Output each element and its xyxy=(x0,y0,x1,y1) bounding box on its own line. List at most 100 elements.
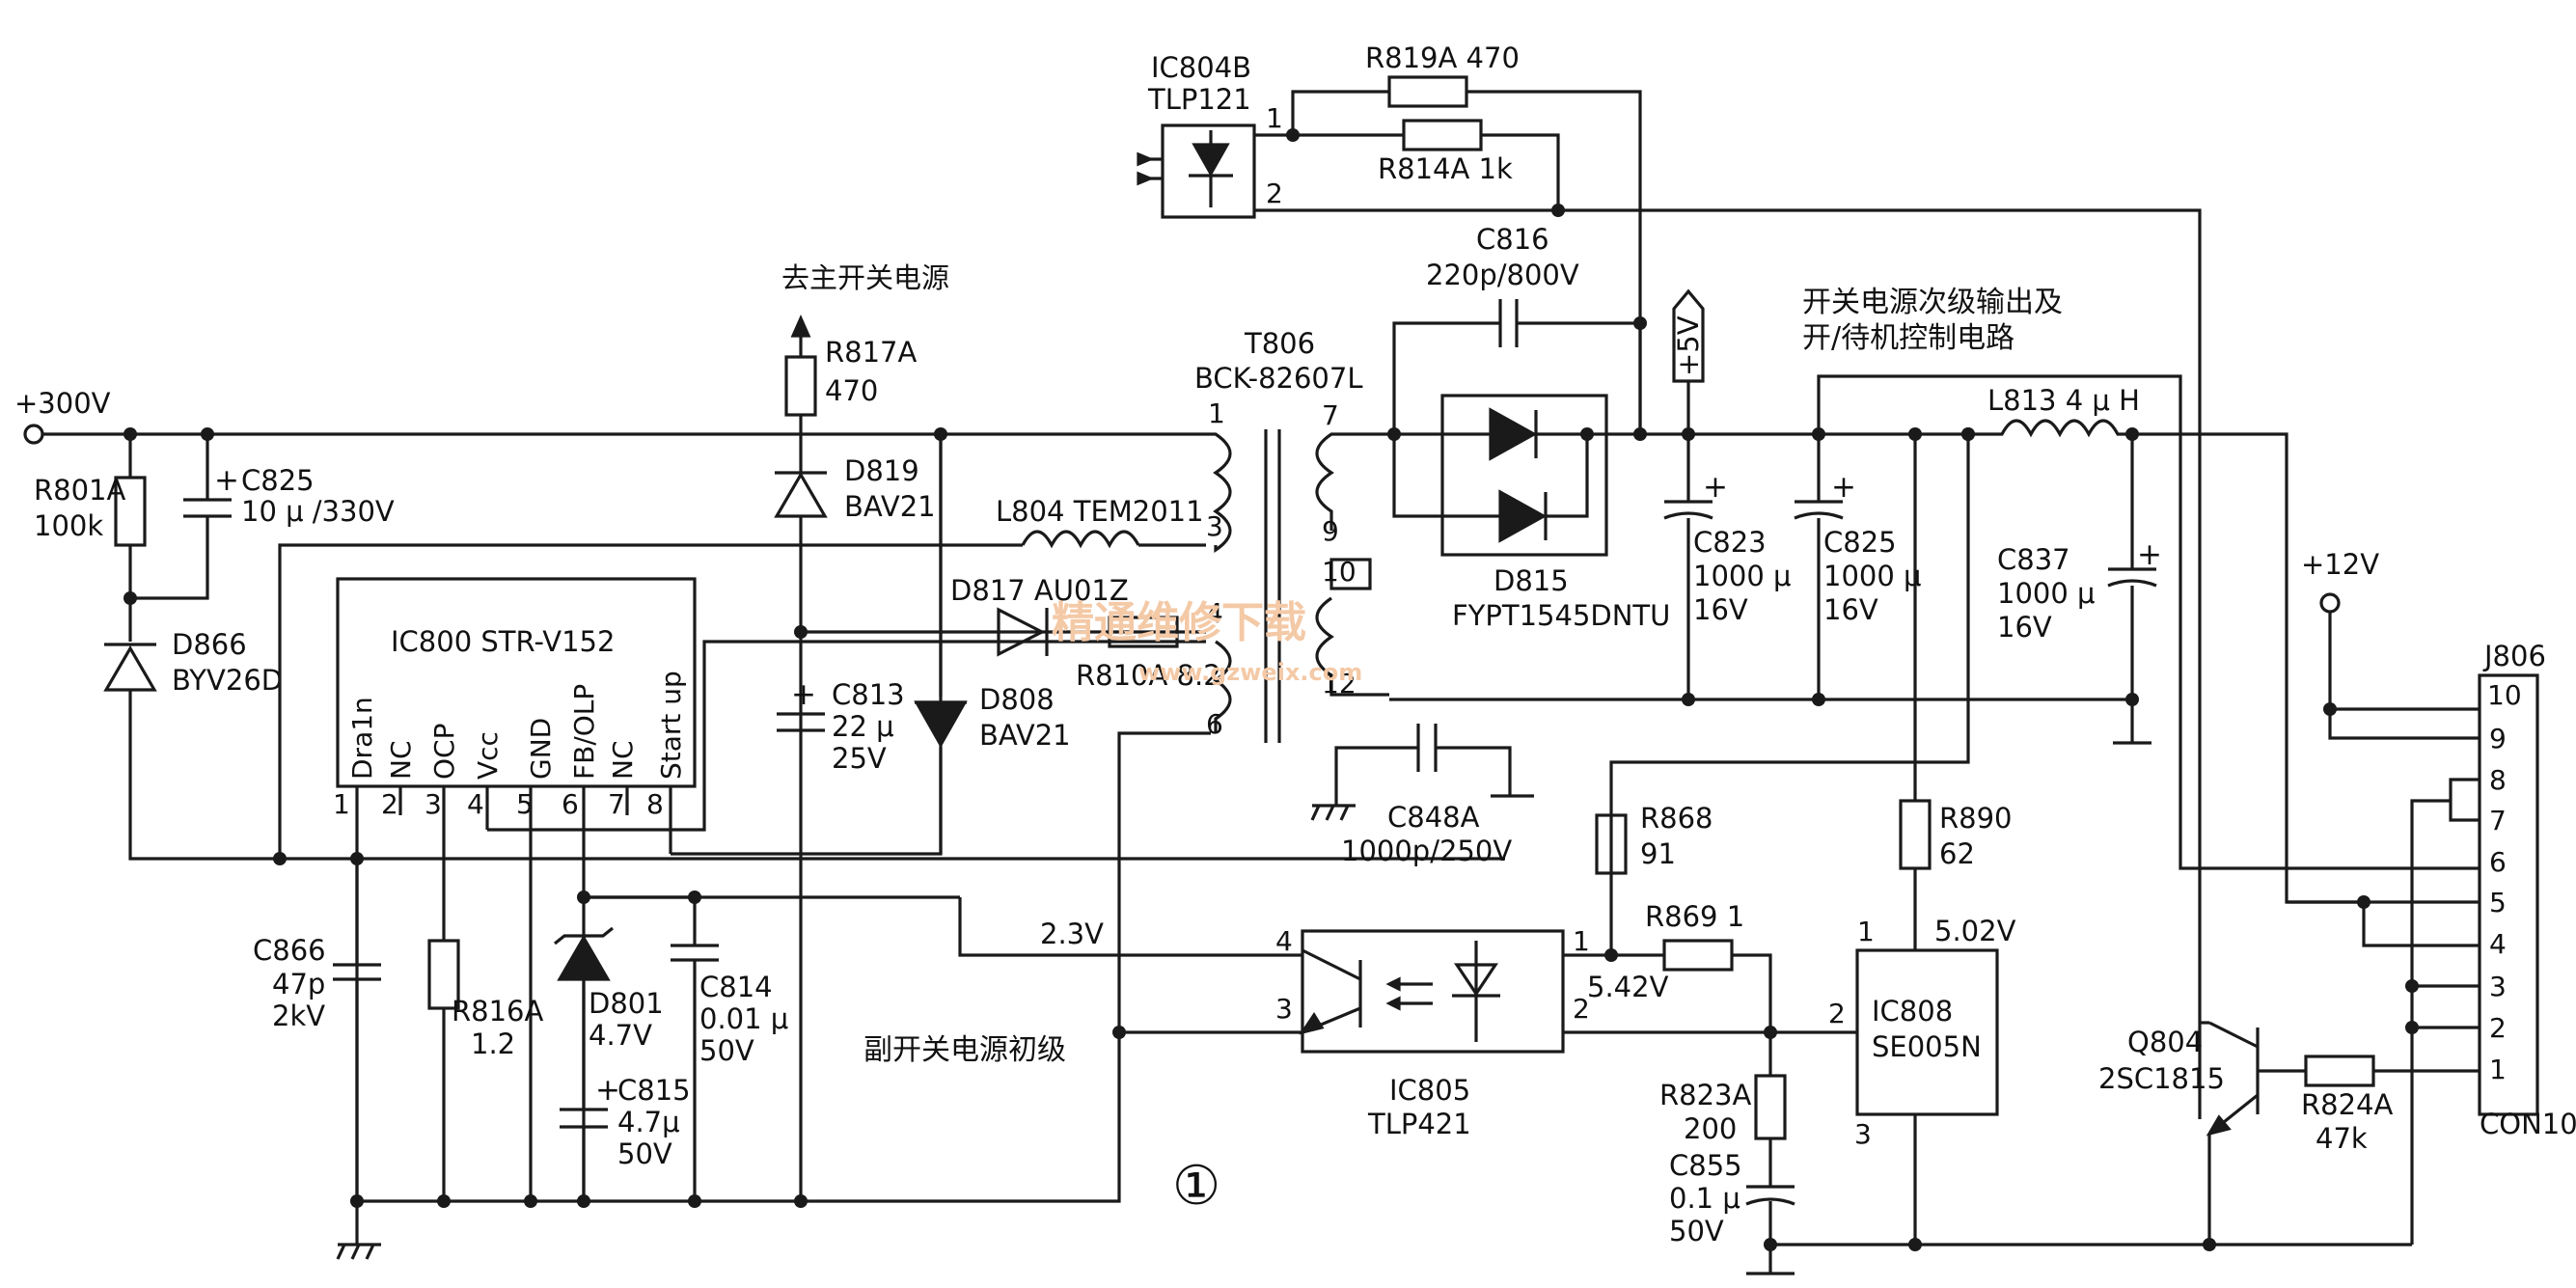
svg-text:2: 2 xyxy=(1266,178,1283,209)
c813-voltage: 25V xyxy=(832,742,887,775)
svg-text:3: 3 xyxy=(1206,510,1223,542)
svg-text:6: 6 xyxy=(2489,846,2507,878)
svg-text:5: 5 xyxy=(516,788,534,820)
c825a-label: C825 xyxy=(241,464,315,497)
svg-text:1: 1 xyxy=(1266,102,1283,134)
d801-zener xyxy=(554,926,614,981)
d866-part: BYV26D xyxy=(172,664,283,697)
r816-label: R816A xyxy=(452,995,544,1028)
svg-text:+: + xyxy=(214,463,239,498)
svg-text:+: + xyxy=(1703,470,1728,505)
svg-text:+: + xyxy=(1831,470,1856,505)
r816-value: 1.2 xyxy=(471,1028,515,1060)
d819-part: BAV21 xyxy=(844,490,936,523)
wire-r868 xyxy=(1563,434,1970,957)
ground-symbol-left xyxy=(336,1201,381,1260)
c814-voltage: 50V xyxy=(699,1034,754,1067)
d815-label: D815 xyxy=(1494,564,1569,597)
svg-text:2: 2 xyxy=(1828,998,1846,1029)
svg-text:4: 4 xyxy=(467,788,484,820)
ic804-part: TLP121 xyxy=(1147,83,1251,116)
ic805-label: IC805 xyxy=(1389,1074,1470,1107)
r869-label: R869 1 xyxy=(1645,900,1744,933)
c837-voltage: 16V xyxy=(1997,611,2052,644)
plus5-flag xyxy=(1672,288,1705,383)
c866-value: 47p xyxy=(272,968,325,1000)
r814-resistor xyxy=(1402,119,1483,151)
svg-text:1: 1 xyxy=(1573,925,1590,957)
watermark-url: www.gzweix.com xyxy=(1138,659,1362,686)
wire-primary-ground xyxy=(357,731,1211,1203)
c866-label: C866 xyxy=(253,934,326,967)
ic804-label: IC804B xyxy=(1151,51,1251,84)
t806-transformer xyxy=(1206,429,1389,743)
d815-rectifier xyxy=(1440,394,1608,557)
r824-value: 47k xyxy=(2316,1122,2368,1155)
wire-5v-to-j806 xyxy=(1817,374,2383,870)
svg-text:9: 9 xyxy=(2489,723,2507,754)
d801-value: 4.7V xyxy=(589,1019,652,1052)
wire-l804 xyxy=(278,543,1023,859)
svg-text:1: 1 xyxy=(333,788,350,820)
r814-label: R814A 1k xyxy=(1378,152,1513,185)
svg-text:5: 5 xyxy=(2489,887,2507,918)
ground-symbol-c837 xyxy=(2113,699,2151,745)
svg-text:+: + xyxy=(791,677,816,712)
wire-vcc xyxy=(487,640,1206,832)
svg-text:10: 10 xyxy=(1322,556,1357,588)
r817-label: R817A xyxy=(825,336,918,369)
wire-j806-23 xyxy=(2412,984,2480,1029)
c825b-label: C825 xyxy=(1823,526,1897,559)
svg-text:3: 3 xyxy=(1854,1118,1872,1150)
wire-r814 xyxy=(1293,133,1560,210)
d815-diodes xyxy=(1392,407,1589,543)
ic800-chip xyxy=(336,577,697,788)
c848-value: 1000p/250V xyxy=(1341,835,1512,867)
c855-label: C855 xyxy=(1669,1149,1742,1182)
c823-value: 1000 μ xyxy=(1693,560,1791,592)
wire-ic805-4 xyxy=(958,897,1302,957)
d815-part: FYPT1545DNTU xyxy=(1452,599,1670,632)
svg-text:4: 4 xyxy=(1275,925,1293,957)
svg-text:3: 3 xyxy=(425,788,442,820)
svg-text:1: 1 xyxy=(2489,1054,2507,1085)
ic805-internals xyxy=(1299,941,1500,1042)
ic808-label: IC808 xyxy=(1872,995,1953,1028)
svg-text:+: + xyxy=(595,1073,620,1108)
ground-symbol-c848 xyxy=(1310,804,1356,821)
wire-j806-ground xyxy=(2410,778,2480,1245)
voltage-2v3: 2.3V xyxy=(1040,918,1104,950)
t806-part: BCK-82607L xyxy=(1194,362,1362,395)
svg-text:6: 6 xyxy=(562,788,579,820)
svg-text:4: 4 xyxy=(1206,597,1223,629)
ic800-label: IC800 STR-V152 xyxy=(391,625,615,658)
svg-text:2: 2 xyxy=(1573,993,1590,1025)
ic800-pin7: NC xyxy=(607,741,639,781)
svg-text:10: 10 xyxy=(2487,679,2522,711)
r890-label: R890 xyxy=(1939,802,2013,835)
c815-value: 4.7μ xyxy=(617,1106,680,1138)
ic804b-optocoupler: IC804B TLP121 1 2 xyxy=(1137,51,1293,219)
c837-label: C837 xyxy=(1997,543,2070,576)
c815-label: C815 xyxy=(617,1074,691,1107)
j806-connector xyxy=(2478,673,2539,1116)
plus12-label: +12V xyxy=(2301,548,2379,581)
svg-text:7: 7 xyxy=(1322,399,1339,431)
r801-resistor xyxy=(114,476,147,547)
ic805-optocoupler xyxy=(1301,929,1565,1054)
c815-voltage: 50V xyxy=(617,1137,672,1170)
r823-value: 200 xyxy=(1684,1112,1737,1145)
figure-number: ① xyxy=(1172,1155,1220,1218)
secondary-title-1: 开关电源次级输出及 xyxy=(1802,286,2063,319)
wire-feedback-q804 xyxy=(1293,208,2202,1119)
voltage-5v42: 5.42V xyxy=(1587,971,1669,1003)
q804-transistor xyxy=(2200,1021,2260,1137)
svg-text:9: 9 xyxy=(1322,515,1339,547)
r890-value: 62 xyxy=(1939,837,1975,870)
to-main-supply-label: 去主开关电源 xyxy=(781,261,949,294)
plus5-label: +5V xyxy=(1672,315,1705,376)
r868-resistor xyxy=(1595,813,1628,875)
c825b-voltage: 16V xyxy=(1823,593,1878,626)
r868-label: R868 xyxy=(1640,802,1713,835)
